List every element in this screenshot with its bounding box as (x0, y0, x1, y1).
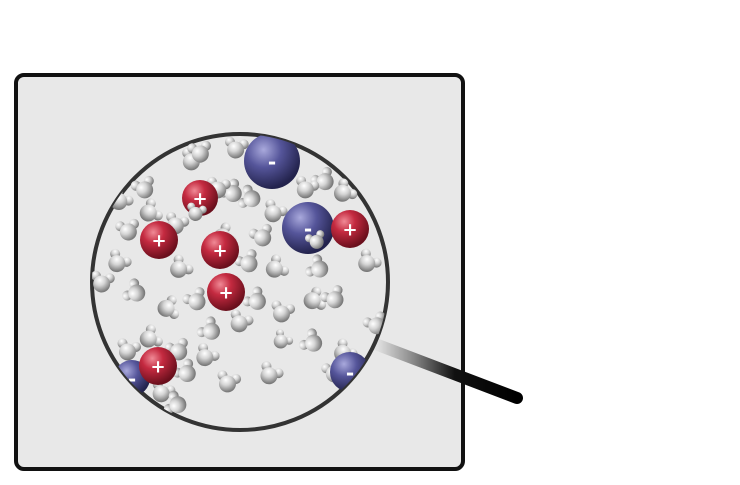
water-molecule-icon (187, 140, 212, 163)
water-molecule-icon (217, 370, 242, 393)
anion-sign: - (128, 367, 136, 391)
anion-icon: - (244, 134, 300, 189)
water-molecule-icon (115, 218, 140, 241)
anion-sign: - (304, 217, 312, 241)
water-molecule-icon (122, 278, 146, 302)
cation-sign: + (150, 357, 165, 378)
water-molecule-icon (130, 175, 154, 199)
water-molecule-icon (320, 285, 344, 309)
cation-icon: + (201, 231, 239, 269)
cation-icon: + (207, 273, 245, 311)
magnifier-icon: ----++++++ (90, 132, 390, 432)
cation-sign: + (212, 241, 227, 262)
water-molecule-icon (264, 199, 288, 223)
cation-sign: + (192, 189, 207, 210)
water-molecule-icon (157, 295, 180, 320)
water-molecule-icon (303, 286, 327, 310)
water-molecule-icon (196, 316, 221, 340)
cation-icon: + (140, 221, 178, 259)
cation-sign: + (151, 231, 166, 252)
anion-icon: - (282, 202, 334, 254)
water-molecule-icon (358, 248, 382, 273)
water-molecule-icon (296, 175, 320, 199)
water-molecule-icon (196, 342, 220, 367)
water-molecule-icon (260, 361, 284, 385)
water-molecule-icon (182, 287, 206, 311)
water-molecule-icon (170, 254, 194, 278)
water-molecule-icon (248, 223, 272, 247)
molecule-field: ----++++++ (92, 134, 386, 414)
water-molecule-icon (139, 198, 163, 222)
water-molecule-icon (265, 254, 290, 278)
water-molecule-icon (273, 329, 294, 349)
water-molecule-icon (187, 202, 207, 221)
water-molecule-icon (333, 178, 358, 202)
water-molecule-icon (234, 249, 258, 273)
cation-icon: + (331, 210, 369, 248)
water-molecule-icon (305, 254, 329, 278)
water-molecule-icon (108, 248, 132, 273)
magnifier-handle (372, 339, 523, 404)
water-molecule-icon (230, 309, 254, 333)
water-molecule-icon (224, 136, 249, 159)
anion-sign: - (346, 361, 354, 385)
water-molecule-icon (237, 184, 261, 208)
water-molecule-icon (304, 230, 325, 249)
water-molecule-icon (117, 338, 142, 361)
anion-sign: - (268, 150, 276, 174)
water-molecule-icon (92, 270, 115, 293)
cation-sign: + (342, 220, 357, 241)
cation-icon: + (139, 347, 177, 385)
cation-sign: + (218, 283, 233, 304)
water-molecule-icon (242, 286, 266, 310)
water-molecule-icon (298, 328, 323, 352)
water-molecule-icon (271, 300, 296, 323)
water-molecule-icon (139, 324, 163, 348)
